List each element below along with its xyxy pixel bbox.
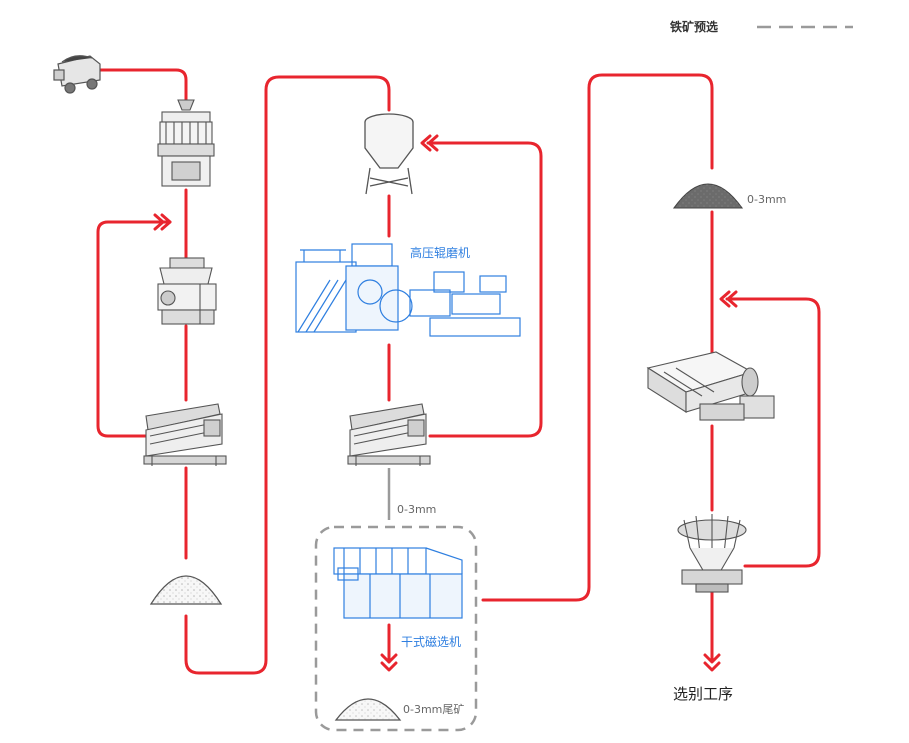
flow-pile-to-silo: [184, 75, 391, 675]
tailings-label: 0-3mm尾矿: [403, 703, 464, 716]
arrow-down-next: [703, 653, 721, 672]
size-label-middle: 0-3mm: [397, 503, 436, 516]
dry-magnetic-separator-label: 干式磁选机: [401, 634, 461, 649]
flow-truck-to-crusher: [98, 68, 188, 102]
arrowheads: [153, 134, 738, 672]
cone-crusher-secondary-icon: [157, 257, 217, 325]
silo-icon: [364, 113, 414, 195]
preselection-dashed-box: [314, 525, 478, 732]
flow-cyclone-return: [725, 297, 821, 568]
sand-pile-left-icon: [149, 575, 223, 605]
dry-magnetic-separator-icon: [333, 547, 463, 619]
next-process-label: 选别工序: [673, 685, 733, 703]
tailings-pile-icon: [334, 698, 402, 721]
flow-screen-return-left: [96, 220, 172, 438]
dump-truck-icon: [53, 55, 101, 94]
arrow-down-tailings: [380, 653, 398, 672]
size-label-right: 0-3mm: [747, 193, 786, 206]
vibrating-screen-left-icon: [143, 403, 227, 466]
legend-label: 铁矿预选: [670, 19, 718, 34]
high-pressure-grinding-roll-icon: [295, 243, 521, 337]
ore-pile-right-icon: [672, 183, 744, 209]
cone-crusher-primary-icon: [157, 99, 215, 187]
arrow-into-mill: [719, 290, 738, 308]
ball-mill-icon: [646, 351, 775, 421]
flow-middle-return: [426, 141, 543, 438]
flow-lines: [96, 68, 821, 675]
hpgr-label: 高压辊磨机: [410, 245, 470, 260]
vibrating-screen-middle-icon: [347, 403, 431, 466]
flow-separator-to-right: [481, 73, 714, 602]
hydrocyclone-icon: [677, 514, 747, 593]
arrow-into-silo: [420, 134, 439, 152]
arrow-into-crusher: [153, 213, 172, 231]
